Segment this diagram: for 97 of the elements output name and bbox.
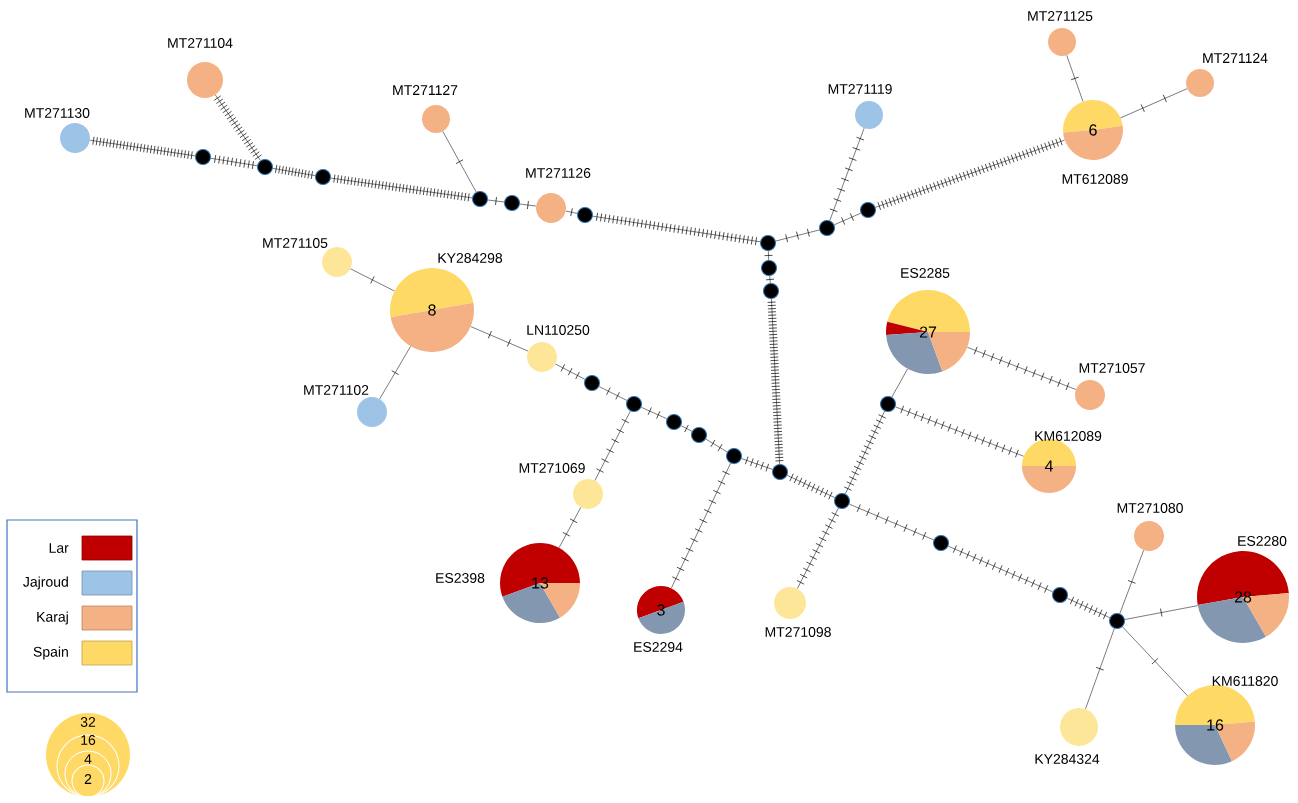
median-vector-dot bbox=[1052, 587, 1068, 603]
haplotype-label: MT271080 bbox=[1117, 503, 1183, 513]
mutation-edge bbox=[1119, 549, 1145, 614]
mutation-edge bbox=[89, 136, 196, 160]
median-vector-dot bbox=[584, 375, 600, 391]
haplotype-label: ES2280 bbox=[1238, 536, 1287, 546]
haplotype-label: KY284324 bbox=[1035, 754, 1100, 764]
median-vector-dot bbox=[860, 202, 876, 218]
mutation-edge bbox=[875, 137, 1065, 211]
haplotype-label: MT271130 bbox=[25, 108, 90, 118]
mutation-edge bbox=[1122, 626, 1188, 697]
mutation-edge bbox=[442, 131, 477, 193]
mutation-edge bbox=[764, 250, 773, 261]
median-vector-dot bbox=[472, 191, 488, 207]
median-vector-dot bbox=[760, 235, 776, 251]
haplotype-label: ES2285 bbox=[901, 268, 950, 278]
mutation-edge bbox=[640, 406, 668, 420]
haplotype-label: MT271105 bbox=[263, 238, 328, 248]
mutation-edge bbox=[966, 346, 1077, 391]
haplotype-label: MT271126 bbox=[526, 168, 591, 178]
haplotype-label: ES2294 bbox=[634, 642, 683, 652]
mutation-edge bbox=[767, 298, 784, 465]
median-vector-dot bbox=[933, 535, 949, 551]
mutation-edge bbox=[598, 386, 628, 401]
haplotype-label: MT271069 bbox=[519, 463, 585, 473]
mutation-edge bbox=[213, 94, 262, 161]
mutation-edge bbox=[330, 174, 473, 202]
mutation-edge bbox=[786, 473, 836, 500]
mutation-edge bbox=[519, 200, 537, 210]
haplotype-label: MT271102 bbox=[304, 385, 369, 395]
mutation-edge bbox=[705, 438, 728, 453]
mutation-edge bbox=[592, 212, 761, 246]
haplotype-label: MT271057 bbox=[1079, 363, 1145, 373]
mutation-edge bbox=[1120, 88, 1188, 119]
median-vector-dot bbox=[819, 220, 835, 236]
median-vector-dot bbox=[1109, 613, 1125, 629]
mutation-edge bbox=[1085, 628, 1115, 710]
legend-label: Jajroud bbox=[23, 576, 68, 590]
haplotype-label: MT612089 bbox=[1062, 174, 1128, 184]
median-vector-dot bbox=[577, 207, 593, 223]
mutation-edge bbox=[849, 503, 935, 541]
scale-label: 4 bbox=[84, 754, 92, 764]
mutation-edge bbox=[1066, 55, 1084, 102]
median-vector-dot bbox=[726, 448, 742, 464]
median-vector-dot bbox=[257, 159, 273, 175]
haplotype-label: LN110250 bbox=[527, 325, 590, 335]
mutation-edge bbox=[272, 164, 316, 180]
mutation-edge bbox=[379, 346, 411, 400]
median-vector-dot bbox=[666, 414, 682, 430]
mutation-edge bbox=[594, 410, 631, 481]
median-vector-dot bbox=[195, 149, 211, 165]
haplotype-label: ES2398 bbox=[436, 573, 485, 583]
scale-label: 16 bbox=[81, 735, 96, 745]
median-vector-dot bbox=[691, 427, 707, 443]
mutation-edge bbox=[487, 196, 505, 206]
mutation-edge bbox=[680, 424, 693, 433]
mutation-edge bbox=[210, 154, 258, 170]
mutation-edge bbox=[558, 507, 582, 549]
mutation-edge bbox=[796, 507, 840, 589]
median-vector-dot bbox=[880, 396, 896, 412]
legend-label: Karaj bbox=[37, 611, 68, 625]
median-vector-dot bbox=[834, 493, 850, 509]
mutation-edge bbox=[470, 326, 529, 352]
haplotype-label: KY284298 bbox=[438, 253, 503, 263]
mutation-edge bbox=[565, 207, 578, 217]
mutation-edge bbox=[765, 275, 775, 284]
mutation-edge bbox=[947, 545, 1054, 593]
haplotype-label: MT271124 bbox=[1203, 53, 1268, 63]
median-vector-dot bbox=[772, 464, 788, 480]
haplotype-label: KM611820 bbox=[1212, 676, 1278, 686]
mutation-edge bbox=[350, 268, 395, 292]
scale-label: 32 bbox=[80, 717, 96, 727]
median-vector-dot bbox=[626, 396, 642, 412]
legend-label: Spain bbox=[33, 646, 68, 660]
mutation-edge bbox=[775, 228, 820, 243]
mutation-edge bbox=[843, 410, 887, 495]
haplotype-label: MT271104 bbox=[168, 38, 233, 48]
scale-label: 2 bbox=[84, 774, 92, 784]
mutation-edge bbox=[891, 368, 908, 398]
haplotype-label: MT271125 bbox=[1028, 11, 1093, 21]
mutation-edge bbox=[895, 405, 1025, 458]
mutation-edge bbox=[1066, 596, 1111, 620]
haplotype-label: MT271119 bbox=[828, 84, 892, 94]
haplotype-label: KM612089 bbox=[1035, 431, 1102, 441]
median-vector-dot bbox=[761, 260, 777, 276]
haplotype-label: MT271127 bbox=[393, 85, 458, 95]
mutation-edge bbox=[829, 127, 865, 221]
mutation-edge bbox=[833, 212, 862, 226]
median-vector-dot bbox=[315, 169, 331, 185]
mutation-edge bbox=[741, 456, 773, 472]
mutation-edge bbox=[555, 363, 586, 380]
haplotype-label: MT271098 bbox=[765, 627, 831, 637]
median-vector-dot bbox=[504, 195, 520, 211]
median-vector-dot bbox=[763, 283, 779, 299]
mutation-edge bbox=[670, 462, 731, 589]
legend-label: Lar bbox=[49, 543, 69, 553]
mutation-edge bbox=[1124, 605, 1199, 620]
